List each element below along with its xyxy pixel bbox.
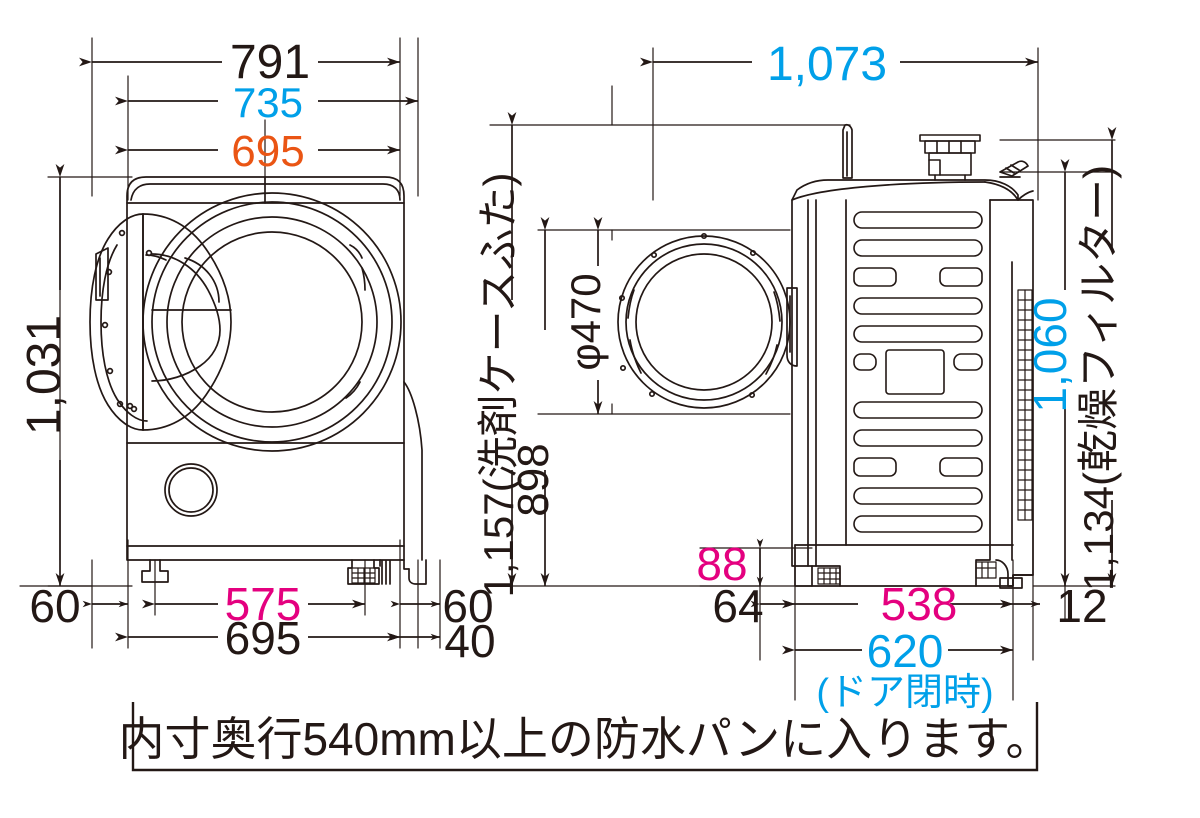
dim-base-538: 538 — [881, 578, 958, 630]
side-view-machine — [617, 123, 1034, 589]
dim-width-791: 791 — [230, 36, 310, 89]
dim-height-1157: 1,157(洗剤ケースふた) — [475, 173, 522, 598]
dim-height-898: 898 — [509, 443, 558, 516]
dim-base-695: 695 — [225, 612, 302, 664]
dim-depth-620-note: (ドア閉時) — [816, 672, 993, 714]
dim-width-695-top: 695 — [231, 127, 304, 176]
dim-rear-12: 12 — [1056, 580, 1107, 632]
dim-front-88: 88 — [696, 538, 747, 590]
dim-door-dia-470: φ470 — [562, 273, 609, 370]
caption-box — [131, 702, 1039, 772]
dim-width-735: 735 — [233, 79, 303, 126]
dimension-arrows — [55, 57, 1117, 655]
dim-base-575: 575 — [225, 578, 302, 630]
front-view-machine — [89, 176, 427, 585]
dim-front-64: 64 — [712, 580, 763, 632]
dim-height-1031: 1,031 — [18, 315, 71, 435]
dim-right-40: 40 — [444, 615, 495, 667]
dim-right-60: 60 — [442, 580, 493, 632]
dim-height-1060: 1,060 — [1024, 297, 1076, 412]
dim-left-60: 60 — [29, 580, 80, 632]
caption-text: 内寸奥行540mm以上の防水パンに入ります。 — [118, 713, 1051, 765]
dim-height-1134: 1,134(乾燥フィルター) — [1075, 165, 1122, 591]
dim-depth-620: 620 — [867, 625, 944, 677]
dim-depth-1073: 1,073 — [767, 38, 887, 91]
